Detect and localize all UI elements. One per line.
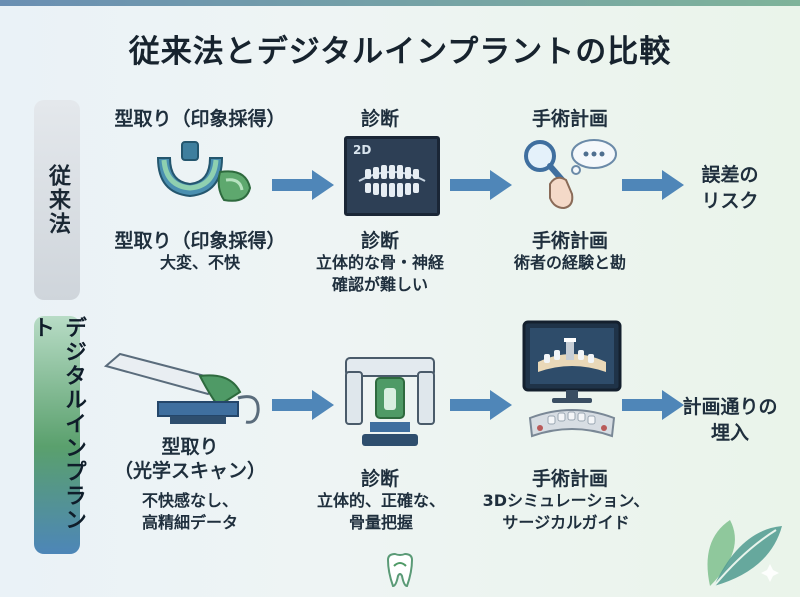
conv-result-line2: リスク xyxy=(701,190,759,212)
digi-result-line2: 埋入 xyxy=(710,422,749,444)
digi-step2-desc-line2: 骨量把握 xyxy=(348,513,413,532)
conv-step3-name: 手術計画 xyxy=(531,230,608,252)
conv-step1-top-label: 型取り（印象採得） xyxy=(114,108,286,130)
conv-step1-desc: 大変、不快 xyxy=(159,253,240,272)
digi-step3-name: 手術計画 xyxy=(531,468,608,490)
conv-step2-desc-line1: 立体的な骨・神経 xyxy=(315,253,444,272)
xray-2d-badge: 2D xyxy=(353,143,372,157)
digital-row-label: デジタルインプラント xyxy=(29,316,86,554)
page-title: 従来法とデジタルインプラントの比較 xyxy=(128,34,672,70)
arrow-right-icon xyxy=(622,390,684,420)
conv-step1-name: 型取り（印象採得） xyxy=(114,230,286,252)
teeth-xray-icon xyxy=(358,165,426,197)
digi-step1-name-line2: （光学スキャン） xyxy=(113,460,266,482)
arrow-right-icon xyxy=(450,390,512,420)
tooth-logo-icon xyxy=(386,552,414,588)
conventional-row-label: 従来法 xyxy=(34,100,80,300)
intraoral-scanner-icon xyxy=(103,352,260,424)
top-accent-bar xyxy=(0,0,800,6)
xray-2d-panel: 2D xyxy=(344,136,440,216)
arrow-right-icon xyxy=(272,170,334,200)
conventional-label-text: 従来法 xyxy=(45,164,70,236)
leaf-decoration-icon xyxy=(707,520,782,587)
conv-step3-top-label: 手術計画 xyxy=(531,108,608,130)
digi-step1-name-line1: 型取り xyxy=(161,436,219,458)
digital-label-text: デジタルインプラント xyxy=(29,316,86,532)
digi-result-line1: 計画通りの xyxy=(682,396,778,418)
conv-result-line1: 誤差の xyxy=(701,164,759,186)
conv-step2-top-label: 診断 xyxy=(360,108,399,130)
arrow-right-icon xyxy=(272,390,334,420)
conv-step2-name: 診断 xyxy=(360,230,399,252)
arrow-right-icon xyxy=(622,170,684,200)
ct-scanner-icon xyxy=(345,357,435,446)
digi-step2-name: 診断 xyxy=(360,468,399,490)
monitor-3d-simulation-icon xyxy=(522,320,622,438)
conv-step3-desc: 術者の経験と勘 xyxy=(513,253,626,272)
arrow-right-icon xyxy=(450,170,512,200)
magnifier-planning-icon xyxy=(524,139,617,210)
conv-step2-desc-line2: 確認が難しい xyxy=(331,275,428,294)
digi-step1-desc-line2: 高精細データ xyxy=(141,513,238,532)
digi-step1-desc-line1: 不快感なし、 xyxy=(141,491,238,510)
digi-step3-desc-line1: 3Dシミュレーション、 xyxy=(482,491,650,510)
digi-step3-desc-line2: サージカルガイド xyxy=(502,513,630,532)
digi-step2-desc-line1: 立体的、正確な、 xyxy=(316,491,445,510)
impression-tray-icon xyxy=(156,141,252,202)
